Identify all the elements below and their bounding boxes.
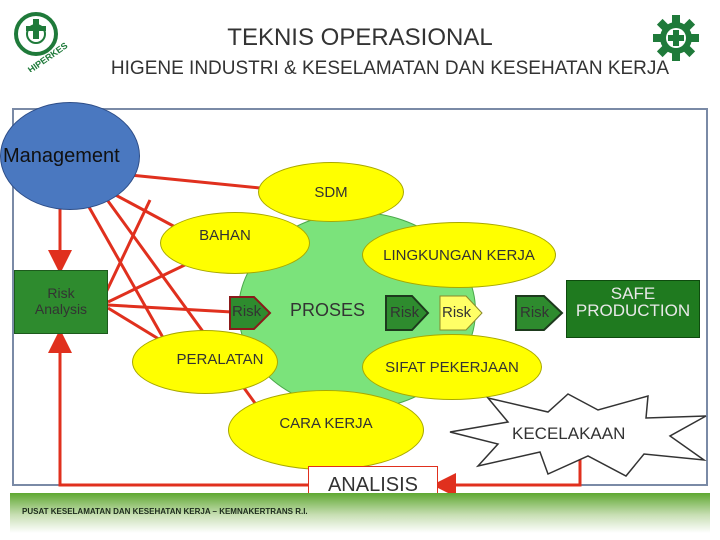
risk-label-3: Risk [442,304,472,321]
kecelakaan-burst [449,393,707,477]
sifat-node: SIFAT PEKERJAAN [362,334,542,400]
risk-analysis-line1: Risk [47,285,75,301]
bahan-node: BAHAN [160,212,310,274]
lingkungan-label: LINGKUNGAN KERJA [383,246,535,264]
line-management-sdm [129,173,261,190]
cara-kerja-node: CARA KERJA [228,390,424,470]
cara-kerja-label: CARA KERJA [279,415,373,432]
risk-analysis-line2: Analysis [34,301,88,317]
k3-gear-logo [652,14,700,62]
peralatan-label: PERALATAN [176,351,264,368]
lingkungan-node: LINGKUNGAN KERJA [362,222,556,288]
footer-text: PUSAT KESELAMATAN DAN KESEHATAN KERJA – … [22,507,308,516]
risk-arrow-1 [229,296,272,330]
risk-arrow-4 [515,295,564,331]
risk-analysis-box: Risk Analysis [14,270,108,334]
analisis-label: ANALISIS [327,474,419,496]
risk-arrow-2 [385,295,430,331]
safe-line1: SAFE [610,284,656,303]
bahan-label: BAHAN [199,227,251,244]
sdm-node: SDM [258,162,404,222]
proses-label: PROSES [290,300,366,320]
line-management-peralatan [83,199,172,351]
kecelakaan-label: KECELAKAAN [512,424,626,443]
line-risk-proses [107,303,233,314]
management-label: Management [3,144,120,167]
sdm-label: SDM [314,183,348,201]
risk-label-1: Risk [232,303,262,320]
risk-label-2: Risk [390,304,420,321]
safe-line2: PRODUCTION [575,301,691,320]
line-risk-management [98,199,152,306]
footer-bar: PUSAT KESELAMATAN DAN KESEHATAN KERJA – … [10,493,710,533]
risk-arrow-3 [439,295,483,331]
page-title: TEKNIS OPERASIONAL [227,24,493,51]
arrow-analisis-to-risk [48,329,310,487]
risk-label-4: Risk [520,304,550,321]
safe-production-box: SAFE PRODUCTION [566,280,700,338]
management-node: Management [0,102,140,210]
peralatan-node: PERALATAN [132,330,278,394]
page-subtitle: HIGENE INDUSTRI & KESELAMATAN DAN KESEHA… [110,58,670,79]
sifat-label: SIFAT PEKERJAAN [385,358,519,376]
hiperkes-logo: HIPERKES [8,6,74,75]
